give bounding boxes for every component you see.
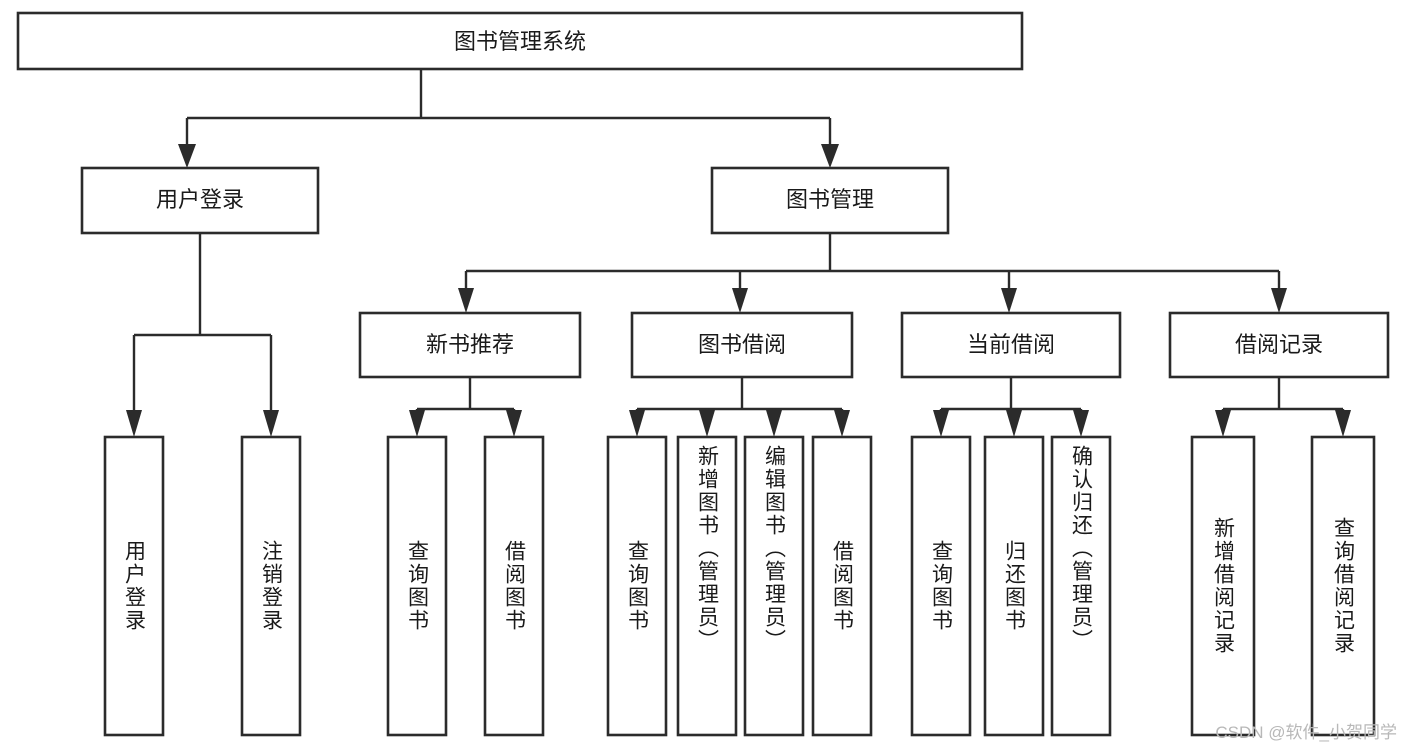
leaf-box-confirm-return[interactable] — [1050, 435, 1112, 737]
connector-group-borrow-record — [1215, 377, 1351, 437]
leaf-box-query-book-cur[interactable] — [910, 435, 972, 737]
node-user-login[interactable]: 用户登录 — [80, 166, 320, 235]
node-book-borrow-box[interactable] — [630, 311, 854, 379]
leaf-box-user-login[interactable] — [103, 435, 165, 737]
arrow-head-icon — [1073, 410, 1089, 437]
arrow-head-icon — [699, 410, 715, 437]
connector-group-new-book-rec — [409, 377, 522, 437]
arrow-head-icon — [409, 410, 425, 437]
connector-group-user-login — [126, 233, 279, 437]
arrow-head-icon — [766, 410, 782, 437]
arrow-head-icon — [1335, 410, 1351, 437]
node-borrow-record-label: 借阅记录 — [1235, 332, 1323, 357]
connector-group-book-mgmt — [458, 233, 1287, 313]
arrow-head-icon — [834, 410, 850, 437]
leaf-box-borrow-book-rec[interactable] — [483, 435, 545, 737]
node-borrow-record[interactable]: 借阅记录 — [1168, 311, 1390, 379]
node-book-borrow[interactable]: 图书借阅 — [630, 311, 854, 379]
node-current-borrow[interactable]: 当前借阅 — [900, 311, 1122, 379]
node-root-label: 图书管理系统 — [454, 29, 586, 54]
arrow-head-icon — [263, 410, 279, 437]
node-root[interactable]: 图书管理系统 — [16, 11, 1024, 71]
arrow-head-icon — [732, 288, 748, 313]
node-book-management[interactable]: 图书管理 — [710, 166, 950, 235]
node-current-borrow-box[interactable] — [900, 311, 1122, 379]
connector-group-current-borrow — [933, 377, 1089, 437]
leaf-box-query-book-rec[interactable] — [386, 435, 448, 737]
leaf-box-query-book-brw[interactable] — [606, 435, 668, 737]
arrow-head-icon — [933, 410, 949, 437]
node-root-box[interactable] — [16, 11, 1024, 71]
node-user-login-box[interactable] — [80, 166, 320, 235]
node-book-management-box[interactable] — [710, 166, 950, 235]
leaf-box-logout[interactable] — [240, 435, 302, 737]
leaf-box-borrow-book-brw[interactable] — [811, 435, 873, 737]
node-new-book-recommend-label: 新书推荐 — [426, 332, 514, 357]
leaf-box-add-borrow-record[interactable] — [1190, 435, 1256, 737]
node-book-borrow-label: 图书借阅 — [698, 332, 786, 357]
leaf-box-add-book-admin[interactable] — [676, 435, 738, 737]
arrow-head-icon — [506, 410, 522, 437]
arrow-head-icon — [1001, 288, 1017, 313]
leaf-box-return-book[interactable] — [983, 435, 1045, 737]
arrow-head-icon — [178, 144, 196, 168]
watermark-csdn: CSDN @软件_小贺同学 — [1215, 723, 1397, 742]
arrow-head-icon — [458, 288, 474, 313]
arrow-head-icon — [1006, 410, 1022, 437]
node-new-book-recommend-box[interactable] — [358, 311, 582, 379]
node-book-management-label: 图书管理 — [786, 187, 874, 212]
node-borrow-record-box[interactable] — [1168, 311, 1390, 379]
connector-group-root — [178, 69, 839, 168]
node-new-book-recommend[interactable]: 新书推荐 — [358, 311, 582, 379]
leaf-box-query-borrow-rec[interactable] — [1310, 435, 1376, 737]
node-current-borrow-label: 当前借阅 — [967, 332, 1055, 357]
leaf-box-edit-book-admin[interactable] — [743, 435, 805, 737]
node-user-login-label: 用户登录 — [156, 187, 244, 212]
arrow-head-icon — [1215, 410, 1231, 437]
connector-group-book-borrow — [629, 377, 850, 437]
arrow-head-icon — [629, 410, 645, 437]
arrow-head-icon — [821, 144, 839, 168]
arrow-head-icon — [1271, 288, 1287, 313]
arrow-head-icon — [126, 410, 142, 437]
